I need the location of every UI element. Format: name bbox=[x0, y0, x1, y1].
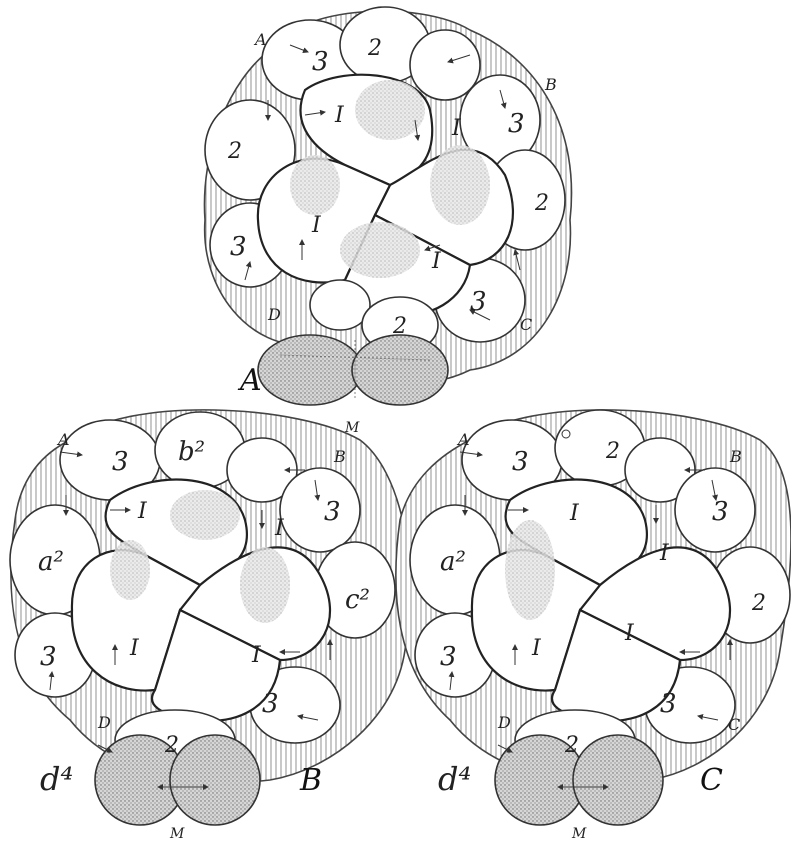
label-b-cell-3: 3 bbox=[40, 642, 57, 672]
label-b-cell-8: I bbox=[251, 643, 262, 668]
label-c-cell-1: 3 bbox=[512, 447, 529, 477]
nucleus-b-left bbox=[110, 540, 150, 600]
label-c-d4: d⁴ bbox=[438, 760, 471, 798]
label-c-a2: a² bbox=[440, 547, 466, 577]
cell-a-6 bbox=[310, 280, 370, 330]
label-a-cell-4: 2 bbox=[227, 139, 242, 164]
figure-b-caption: B bbox=[299, 763, 322, 798]
label-c-quadrant-c: C bbox=[728, 715, 740, 734]
label-a-cell-9: I bbox=[451, 116, 462, 141]
label-b-d4: d⁴ bbox=[40, 760, 73, 798]
label-c-cell-11: 2 bbox=[564, 733, 579, 758]
embryo-c: A B C D a² d⁴ 3 2 3 2 3 3 I I I I 2 C M bbox=[396, 410, 791, 842]
nucleus-c-left bbox=[505, 520, 555, 620]
label-a-cell-3: 3 bbox=[508, 109, 525, 139]
label-a-cell-10: I bbox=[311, 213, 322, 238]
label-c-macromere: M bbox=[571, 826, 587, 842]
label-a-cell-7: 3 bbox=[470, 287, 487, 317]
label-c-cell-2: 2 bbox=[605, 439, 620, 464]
label-b-cell-6: I bbox=[274, 516, 285, 541]
figure-a-caption: A bbox=[237, 363, 262, 398]
label-c-cell-10: I bbox=[624, 621, 635, 646]
label-b-quadrant-b: B bbox=[333, 447, 346, 466]
macromere-a-left bbox=[258, 335, 362, 405]
label-c-cell-6: 3 bbox=[660, 689, 677, 719]
label-c-quadrant-a: A bbox=[456, 430, 470, 449]
label-a-cell-8: I bbox=[334, 103, 345, 128]
label-b-cell-9: 2 bbox=[164, 733, 179, 758]
nucleus-a-right bbox=[430, 145, 490, 225]
nucleus-a-top bbox=[355, 80, 425, 140]
label-b-macromere: M bbox=[169, 826, 185, 842]
label-a-cell-11: I bbox=[431, 249, 442, 274]
label-b-cell-4: 3 bbox=[262, 689, 279, 719]
label-c-quadrant-b: B bbox=[729, 447, 742, 466]
label-a-cell-2: 2 bbox=[367, 36, 382, 61]
label-a-cell-5: 3 bbox=[230, 232, 247, 262]
label-a-quadrant-d: D bbox=[267, 305, 281, 324]
label-b-cell-2: 3 bbox=[324, 497, 341, 527]
label-b-c2: c² bbox=[345, 585, 370, 615]
label-c-cell-8: I bbox=[659, 541, 670, 566]
label-b-quadrant-d: D bbox=[97, 713, 111, 732]
label-a-quadrant-b: B bbox=[544, 75, 557, 94]
macromere-c-right bbox=[573, 735, 663, 825]
nucleus-b-right bbox=[240, 547, 290, 623]
label-c-cell-9: I bbox=[531, 636, 542, 661]
label-c-cell-5: 3 bbox=[440, 642, 457, 672]
label-a-quadrant-a: A bbox=[253, 30, 267, 49]
embryo-a: A B C D 3 2 3 2 3 2 3 I I I I 2 A M bbox=[204, 7, 571, 436]
nucleus-a-bottom bbox=[340, 222, 420, 278]
label-c-cell-7: I bbox=[569, 501, 580, 526]
label-b-cell-1: 3 bbox=[112, 447, 129, 477]
label-a-cell-6: 2 bbox=[534, 191, 549, 216]
label-a-quadrant-c: C bbox=[520, 315, 532, 334]
nucleus-a-left bbox=[290, 155, 340, 215]
label-b-cell-7: I bbox=[129, 636, 140, 661]
label-c-cell-4: 2 bbox=[751, 591, 766, 616]
label-b-cell-5: I bbox=[137, 499, 148, 524]
label-b-quadrant-a: A bbox=[56, 430, 70, 449]
label-c-cell-3: 3 bbox=[712, 497, 729, 527]
label-c-quadrant-d: D bbox=[497, 713, 511, 732]
figure-c-caption: C bbox=[700, 763, 723, 798]
embryo-b: A B D b² a² c² d⁴ 3 3 3 3 I I I I 2 B M bbox=[10, 410, 410, 842]
label-b-b2: b² bbox=[178, 437, 205, 467]
cell-b-3-right bbox=[280, 468, 360, 552]
macromere-a-right bbox=[352, 335, 448, 405]
cell-a-upper-right bbox=[410, 30, 480, 100]
nucleus-b-top bbox=[170, 490, 240, 540]
macromere-b-right bbox=[170, 735, 260, 825]
label-a-cell-1: 3 bbox=[312, 47, 329, 77]
label-a-cell-12: 2 bbox=[392, 314, 407, 339]
label-b-a2: a² bbox=[38, 547, 64, 577]
